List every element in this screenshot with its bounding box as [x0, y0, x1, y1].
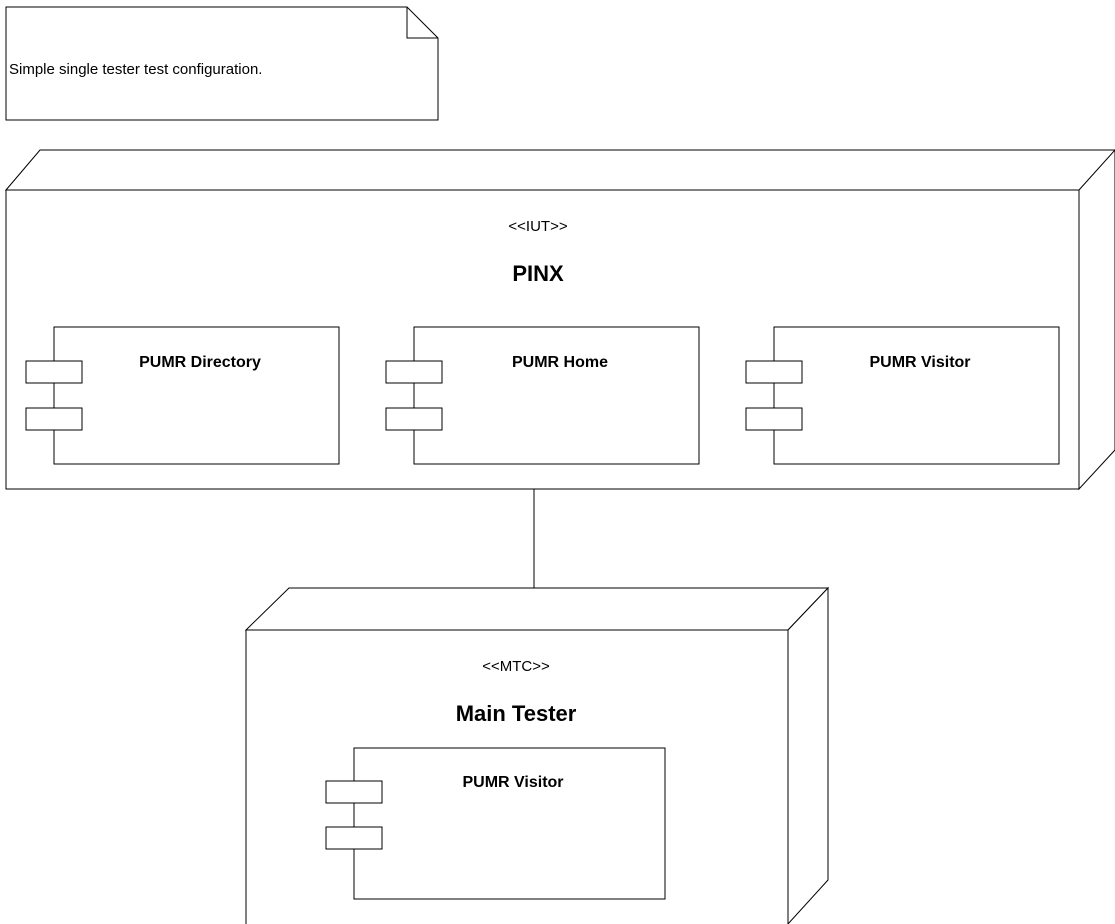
note-fold-icon	[406, 7, 438, 39]
component-port-icon	[745, 360, 803, 384]
component-port-icon	[745, 407, 803, 431]
note: Simple single tester test configuration.	[5, 6, 439, 121]
component-pumr-visitor: PUMR Visitor	[745, 326, 1060, 465]
component-body	[413, 326, 700, 465]
node-mtc: <<MTC>> Main Tester PUMR Visitor	[244, 586, 830, 924]
node-mtc-top-face	[244, 587, 830, 631]
component-body	[353, 747, 666, 900]
component-port-icon	[25, 360, 83, 384]
node-mtc-title: Main Tester	[456, 701, 577, 726]
component-body	[53, 326, 340, 465]
node-iut-side-face	[1078, 149, 1115, 491]
component-pumr-home: PUMR Home	[385, 326, 700, 465]
component-body	[773, 326, 1060, 465]
note-text: Simple single tester test configuration.	[9, 61, 262, 78]
node-mtc-stereotype: <<MTC>>	[482, 658, 550, 675]
component-name: PUMR Directory	[139, 354, 261, 371]
component-name: PUMR Home	[512, 354, 608, 371]
component-name: PUMR Visitor	[462, 774, 563, 791]
note-body	[5, 6, 439, 121]
node-iut-title: PINX	[512, 261, 564, 286]
node-iut-top-face	[4, 149, 1115, 191]
node-iut-stereotype: <<IUT>>	[508, 218, 567, 235]
component-port-icon	[25, 407, 83, 431]
node-iut: <<IUT>> PINX PUMR Directory PUMR Home PU…	[4, 149, 1115, 491]
component-port-icon	[385, 407, 443, 431]
component-port-icon	[385, 360, 443, 384]
component-port-icon	[325, 826, 383, 850]
component-pumr-directory: PUMR Directory	[25, 326, 340, 465]
component-port-icon	[325, 780, 383, 804]
component-name: PUMR Visitor	[869, 354, 970, 371]
component-pumr-visitor-mtc: PUMR Visitor	[325, 747, 666, 900]
node-mtc-side-face	[787, 586, 829, 924]
